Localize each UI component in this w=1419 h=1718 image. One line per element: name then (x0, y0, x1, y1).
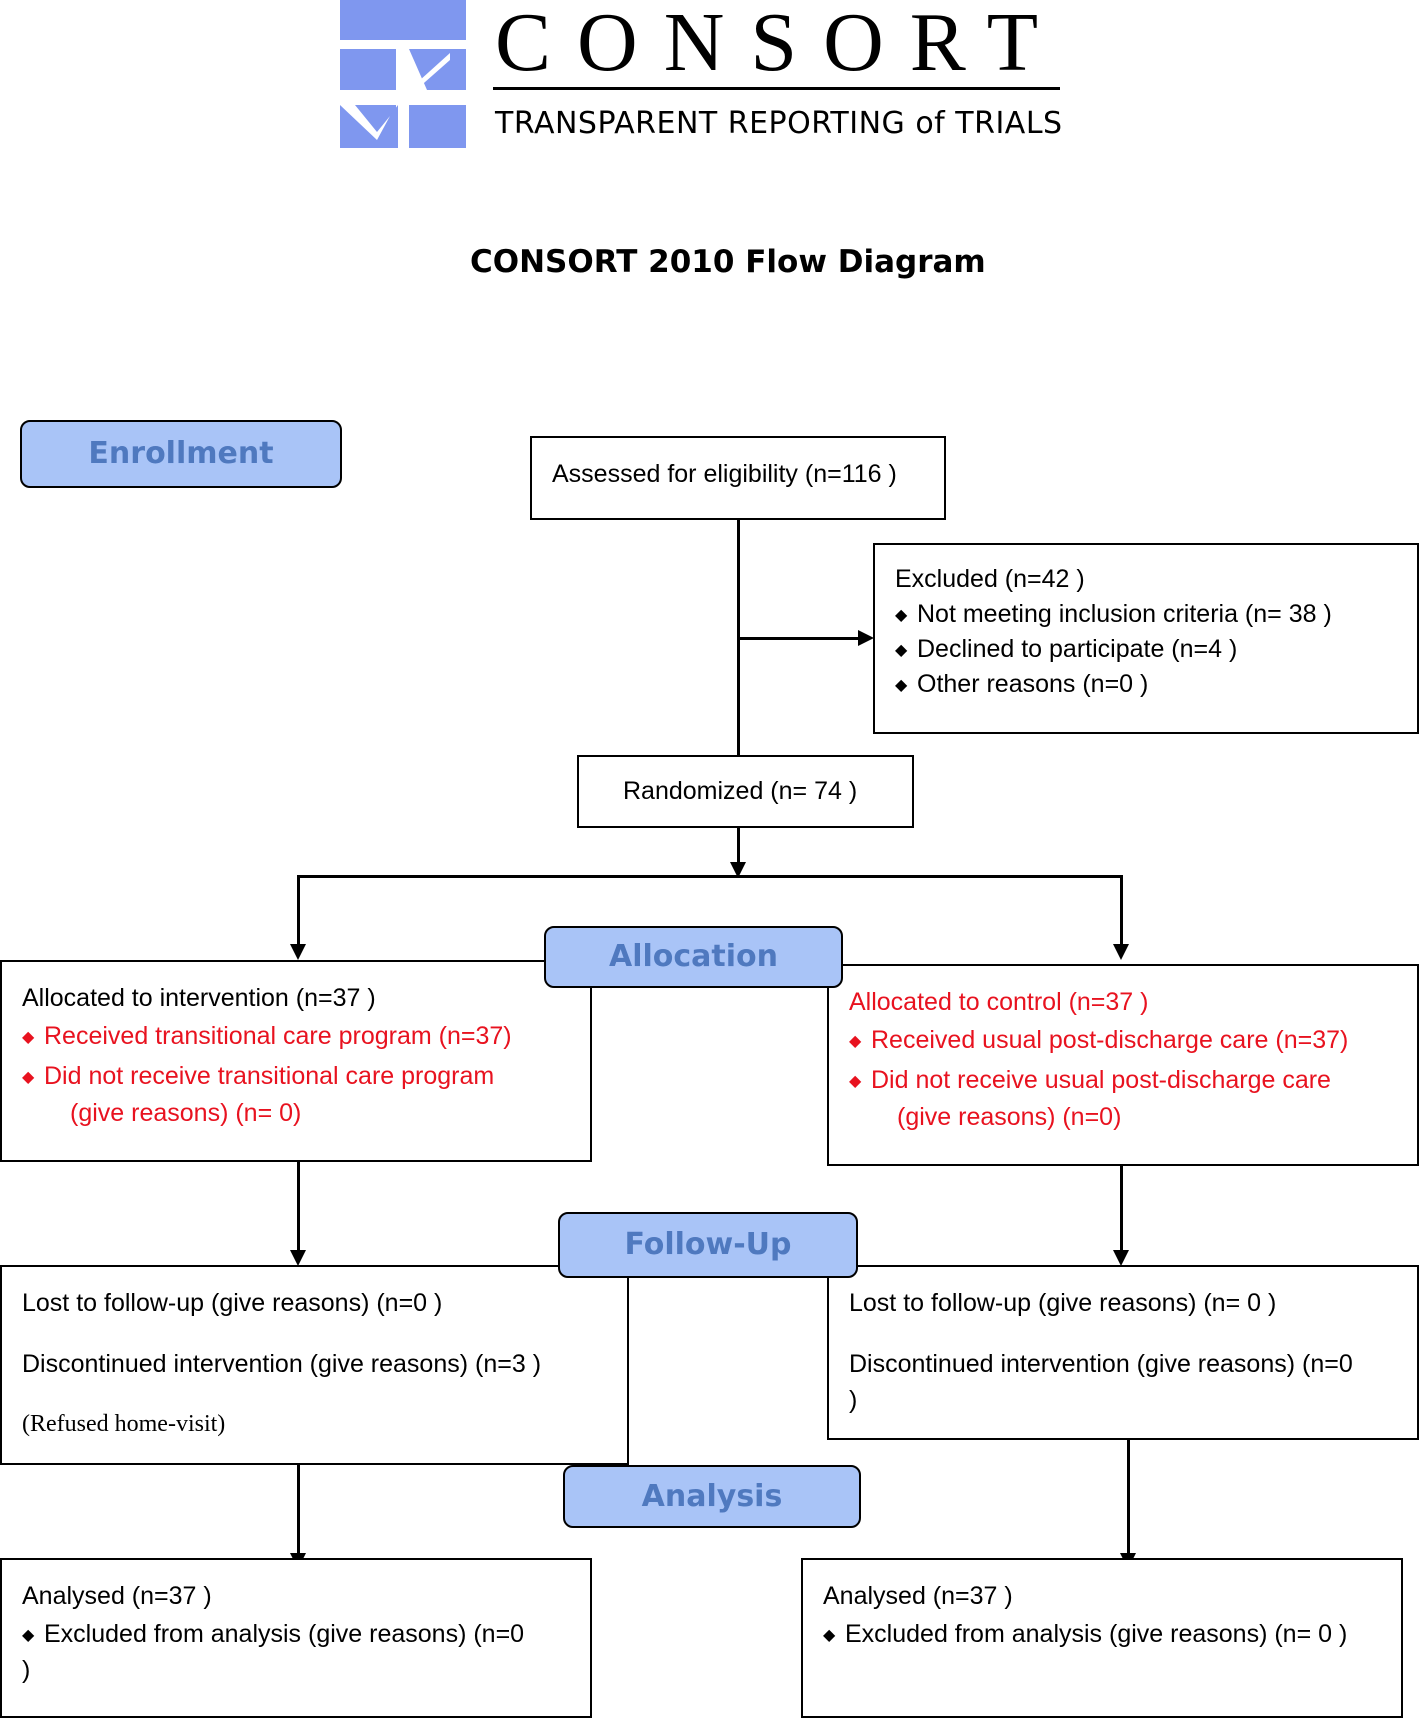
excluded-item: ◆Not meeting inclusion criteria (n= 38 ) (895, 600, 1332, 628)
logo-rule (493, 87, 1060, 90)
excluded-heading: Excluded (n=42 ) (895, 565, 1085, 593)
diamond-bullet-icon: ◆ (823, 1627, 836, 1644)
diamond-bullet-icon: ◆ (22, 1627, 35, 1644)
stage-label-enrollment: Enrollment (20, 420, 342, 488)
randomized-text: Randomized (n= 74 ) (623, 777, 858, 805)
consort-logo-mark (340, 0, 466, 148)
followup-control-box: Lost to follow-up (give reasons) (n= 0 )… (827, 1265, 1419, 1440)
randomized-box: Randomized (n= 74 ) (577, 755, 914, 828)
arrow-intervention-followup-icon (290, 1250, 306, 1266)
diamond-bullet-icon: ◆ (895, 607, 908, 624)
excluded-box: Excluded (n=42 ) ◆Not meeting inclusion … (873, 543, 1419, 734)
excluded-item: ◆Declined to participate (n=4 ) (895, 635, 1238, 663)
consort-tagline: TRANSPARENT REPORTING of TRIALS (495, 106, 1063, 141)
analysis-intervention-excluded-close: ) (22, 1656, 31, 1684)
followup-intervention-note: (Refused home-visit) (22, 1411, 226, 1437)
excluded-item: ◆Other reasons (n=0 ) (895, 670, 1149, 698)
connector-control-analysis (1127, 1440, 1130, 1559)
followup-control-discontinued: Discontinued intervention (give reasons)… (849, 1350, 1353, 1378)
page-title: CONSORT 2010 Flow Diagram (470, 244, 986, 280)
diamond-bullet-icon: ◆ (895, 642, 908, 659)
diamond-bullet-icon: ◆ (849, 1073, 862, 1090)
consort-logo: CONSORT TRANSPARENT REPORTING of TRIALS (340, 0, 1063, 148)
assessed-text: Assessed for eligibility (n=116 ) (552, 460, 897, 488)
allocation-intervention-received: ◆Received transitional care program (n=3… (22, 1022, 512, 1050)
followup-intervention-lost: Lost to follow-up (give reasons) (n=0 ) (22, 1289, 443, 1317)
consort-wordmark: CONSORT (495, 0, 1065, 89)
analysis-control-excluded: ◆Excluded from analysis (give reasons) (… (823, 1620, 1348, 1648)
followup-control-discontinued-close: ) (849, 1386, 858, 1414)
stage-label-follow-up: Follow-Up (558, 1212, 858, 1278)
connector-horizontal-split (297, 875, 1123, 878)
analysis-intervention-analysed: Analysed (n=37 ) (22, 1582, 212, 1610)
diamond-bullet-icon: ◆ (22, 1029, 35, 1046)
allocation-control-heading: Allocated to control (n=37 ) (849, 988, 1149, 1016)
allocation-control-box: Allocated to control (n=37 ) ◆Received u… (827, 964, 1419, 1166)
stage-label-analysis: Analysis (563, 1465, 861, 1528)
analysis-intervention-excluded: ◆Excluded from analysis (give reasons) (… (22, 1620, 525, 1648)
allocation-intervention-heading: Allocated to intervention (n=37 ) (22, 984, 376, 1012)
allocation-control-reasons: (give reasons) (n=0) (897, 1103, 1122, 1131)
followup-intervention-discontinued: Discontinued intervention (give reasons)… (22, 1350, 542, 1378)
followup-control-lost: Lost to follow-up (give reasons) (n= 0 ) (849, 1289, 1277, 1317)
arrow-to-control-icon (1113, 944, 1129, 960)
analysis-control-box: Analysed (n=37 ) ◆Excluded from analysis… (801, 1558, 1403, 1718)
arrow-randomized-icon (730, 862, 746, 878)
assessed-box: Assessed for eligibility (n=116 ) (530, 436, 946, 520)
stage-label-allocation: Allocation (544, 926, 843, 988)
connector-control-followup (1120, 1166, 1123, 1256)
arrow-to-intervention-icon (290, 944, 306, 960)
arrow-control-followup-icon (1113, 1250, 1129, 1266)
allocation-control-not-received: ◆Did not receive usual post-discharge ca… (849, 1066, 1331, 1094)
allocation-intervention-not-received: ◆Did not receive transitional care progr… (22, 1062, 495, 1090)
connector-left-down (297, 875, 300, 950)
allocation-control-received: ◆Received usual post-discharge care (n=3… (849, 1026, 1349, 1054)
connector-randomized-split (737, 828, 740, 870)
arrow-to-excluded-icon (858, 630, 874, 646)
diamond-bullet-icon: ◆ (22, 1069, 35, 1086)
diamond-bullet-icon: ◆ (895, 677, 908, 694)
allocation-intervention-reasons: (give reasons) (n= 0) (70, 1099, 302, 1127)
connector-intervention-analysis (297, 1465, 300, 1559)
analysis-control-analysed: Analysed (n=37 ) (823, 1582, 1013, 1610)
connector-intervention-followup (297, 1162, 300, 1256)
followup-intervention-box: Lost to follow-up (give reasons) (n=0 ) … (0, 1265, 629, 1465)
connector-right-down (1120, 875, 1123, 950)
analysis-intervention-box: Analysed (n=37 ) ◆Excluded from analysis… (0, 1558, 592, 1718)
connector-to-excluded (737, 637, 869, 640)
allocation-intervention-box: Allocated to intervention (n=37 ) ◆Recei… (0, 960, 592, 1162)
diamond-bullet-icon: ◆ (849, 1033, 862, 1050)
